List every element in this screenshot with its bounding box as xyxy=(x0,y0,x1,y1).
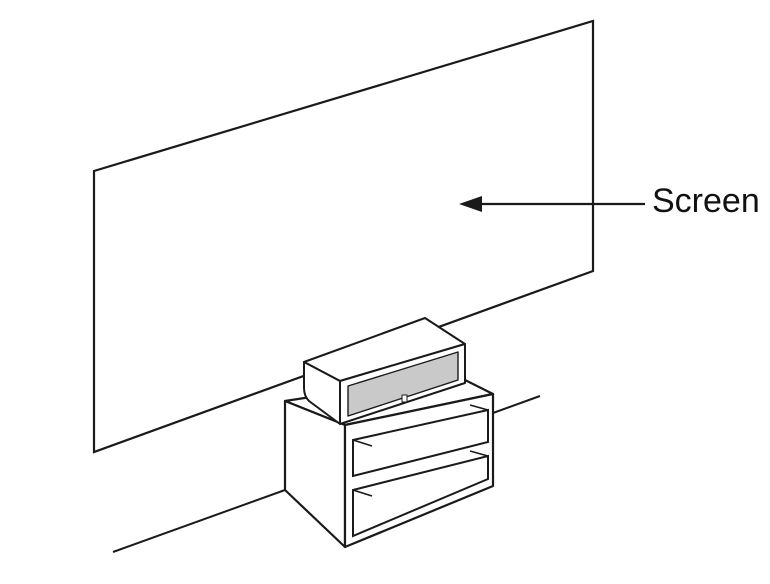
projection-screen xyxy=(92,19,595,454)
lower-shelf-opening xyxy=(352,454,489,538)
screen-label: Screen xyxy=(652,182,760,220)
floor-line xyxy=(112,395,541,553)
stand-shelves xyxy=(352,404,489,538)
upper-shelf-opening xyxy=(352,408,489,478)
center-speaker xyxy=(303,317,466,425)
speaker-logo xyxy=(401,394,408,403)
speaker-grille xyxy=(347,351,459,417)
screen-pointer-arrow xyxy=(459,196,645,212)
